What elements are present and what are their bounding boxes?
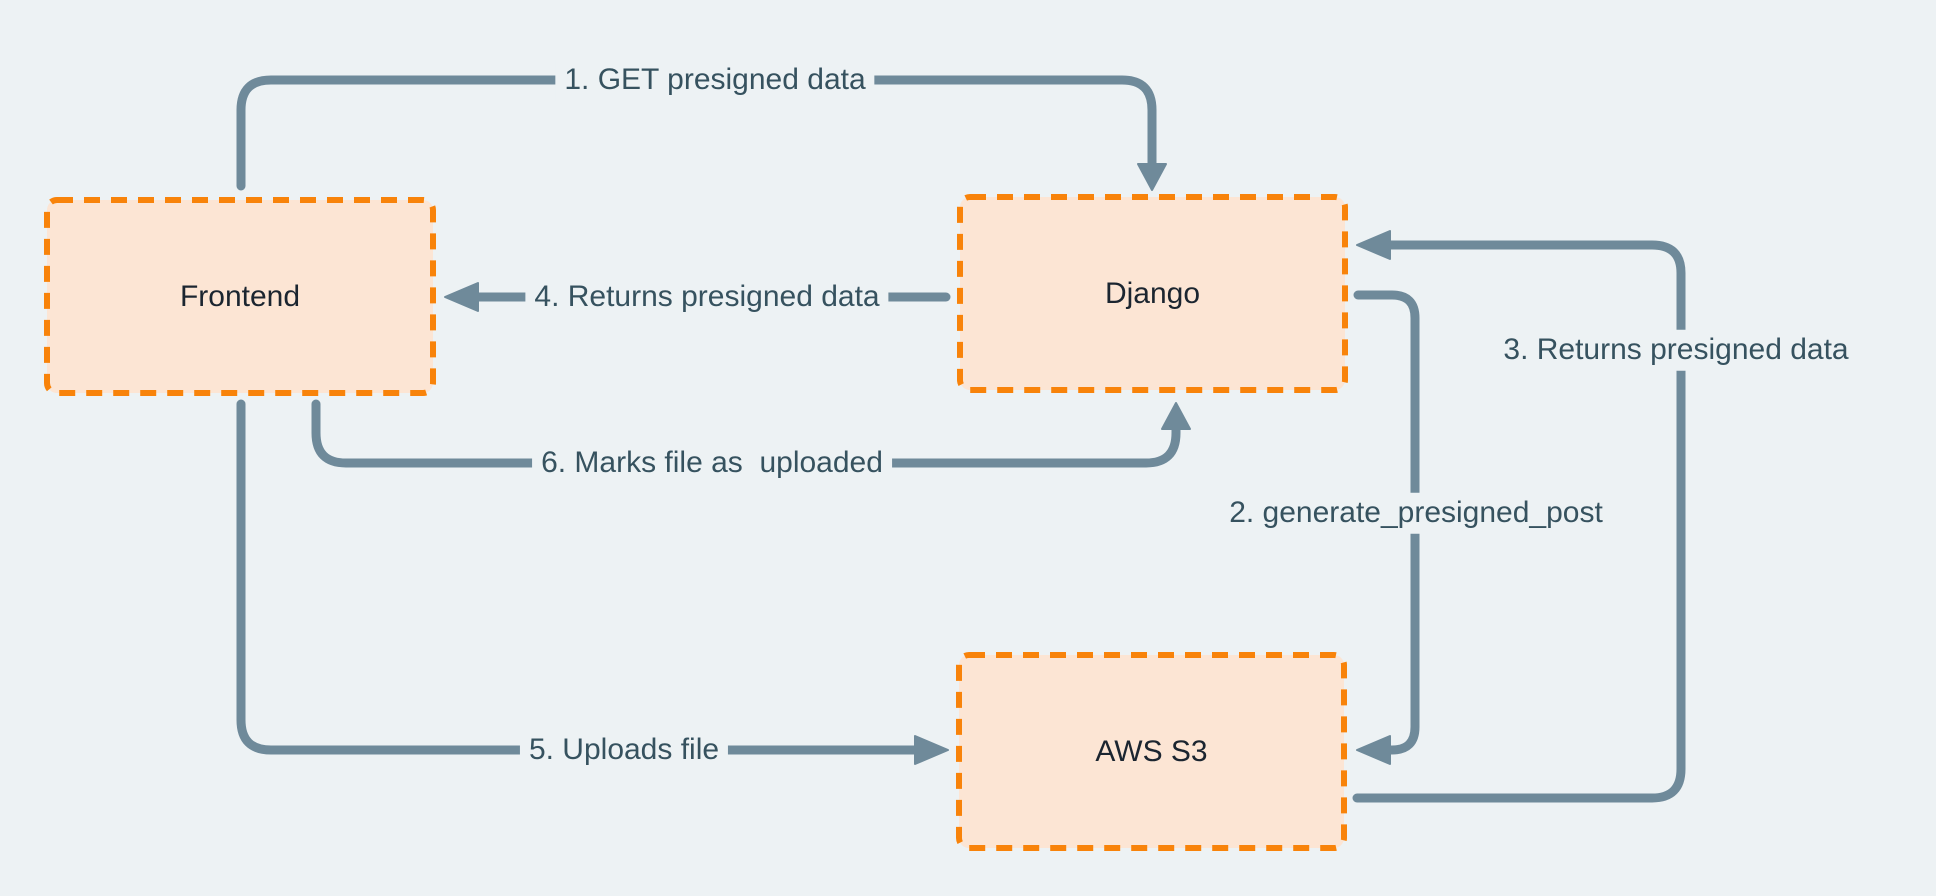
edge-label-4: 4. Returns presigned data — [525, 276, 889, 318]
edge-5-path — [236, 399, 920, 755]
node-django-box — [957, 194, 1348, 393]
edge-5-arrowhead-right-icon — [914, 735, 949, 765]
edge-3-arrowhead-left-icon — [1356, 230, 1391, 260]
edge-label-3: 3. Returns presigned data — [1494, 329, 1858, 371]
edge-3-path — [1352, 240, 1686, 803]
edge-label-1: 1. GET presigned data — [555, 59, 875, 101]
edge-label-6: 6. Marks file as uploaded — [532, 442, 892, 484]
node-frontend-box — [44, 197, 436, 396]
edge-4-arrowhead-left-icon — [444, 282, 479, 312]
edge-label-5: 5. Uploads file — [519, 729, 729, 771]
edge-1-arrowhead-down-icon — [1137, 163, 1167, 191]
edge-label-2: 2. generate_presigned_post — [1220, 492, 1612, 534]
edge-6-arrowhead-up-icon — [1161, 402, 1191, 430]
edge-2-arrowhead-left-icon — [1356, 735, 1391, 765]
node-aws-s3-box — [956, 652, 1347, 851]
